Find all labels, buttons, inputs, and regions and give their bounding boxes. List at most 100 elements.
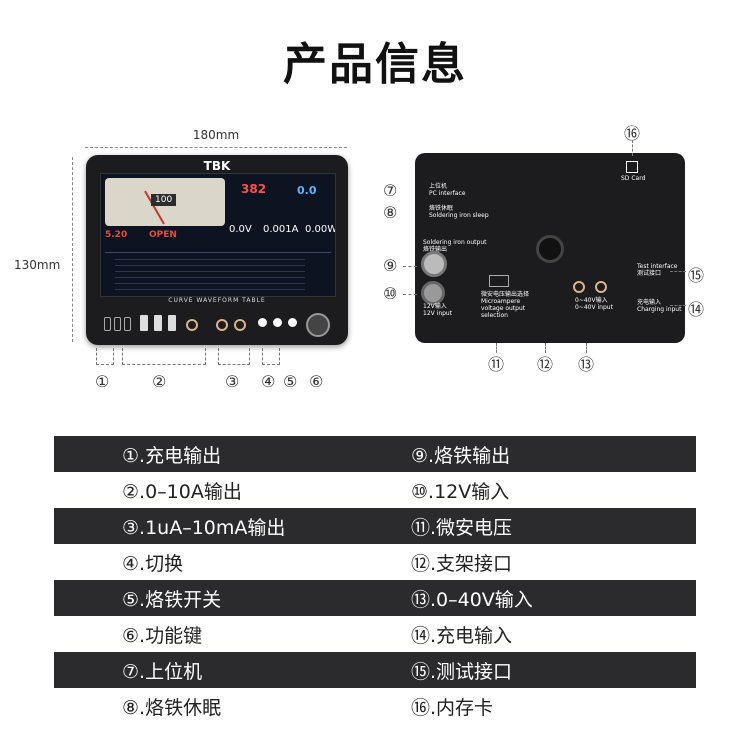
brand-logo: TBK [203,159,231,173]
pc-label-en: PC interface [429,190,466,197]
micro-label: 微安电压输出选择 Microampere voltage output sele… [481,291,541,319]
iron-output-label: Soldering iron output 烙铁输出 [423,239,486,253]
spec-left: ⑥.功能键 [122,624,203,647]
table-row: ④.切换 ⑫.支架接口 [54,544,696,580]
callout-bracket [262,348,280,365]
height-dimension-line [72,157,73,342]
micro-label-cn: 微安电压输出选择 [481,291,530,298]
pc-label-cn: 上位机 [429,183,448,190]
panel-label: CURVE WAVEFORM TABLE [168,297,266,304]
12v-label-cn: 12V输入 [423,303,447,310]
spec-right: ⑮.测试接口 [411,660,513,683]
dc-12v-connector [421,281,445,305]
callout-leader [670,305,686,306]
callout-leader [545,343,546,353]
spec-left: ②.0–10A输出 [122,480,242,503]
table-row: ⑥.功能键 ⑭.充电输入 [54,616,696,652]
front-ports [98,313,336,337]
spec-right: ⑫.支架接口 [411,552,513,575]
40v-label-cn: 0~40V输入 [575,297,608,304]
bracket-mount-hole [536,235,564,263]
output-jack [186,319,198,331]
charge-input-label: 充电输入 Charging input [637,299,681,313]
plot-grid [115,259,305,291]
callout-15: ⑮ [688,266,705,285]
soldering-iron-connector [421,251,447,277]
iron-output-label-en: Soldering iron output [423,239,487,246]
micro-label-en: Microampere voltage output selection [481,298,526,319]
12v-input-label: 12V输入 12V input [423,303,452,317]
callout-7: ⑦ [383,181,398,200]
spec-left: ①.充电输出 [122,444,222,467]
charge-label-cn: 充电输入 [637,299,662,306]
callout-16: ⑯ [624,124,641,143]
spec-right: ⑩.12V输入 [411,480,510,503]
callout-leader [670,271,686,272]
sleep-label-en: Soldering iron sleep [429,212,489,219]
spec-left: ④.切换 [122,552,184,575]
callout-bracket [96,348,114,365]
charge-label-en: Charging input [637,306,682,313]
sleep-label-cn: 烙铁休眠 [429,205,454,212]
spec-left: ③.1uA–10mA输出 [122,516,286,539]
width-dimension-line [85,147,347,148]
switch-button [258,318,267,327]
callout-1: ① [95,372,110,391]
12v-label-en: 12V input [423,310,453,317]
40v-label-en: 0~40V input [575,304,613,311]
small-voltage: 5.20 [105,230,128,240]
40v-input-label: 0~40V输入 0~40V input [575,297,613,311]
callout-9: ⑨ [383,256,398,275]
power-readout: 0.00W [305,224,336,235]
charge-port [114,317,121,331]
input-terminal-negative [595,281,607,293]
spec-left: ⑧.烙铁休眠 [122,696,222,719]
spec-right: ⑨.烙铁输出 [411,444,511,467]
back-device-image: 上位机 PC interface 烙铁休眠 Soldering iron sle… [415,153,685,343]
device-screen: 100 5.20 OPEN 382 0.0 0.0V 0.001A 0.00W [100,173,336,297]
output-jack [216,319,228,331]
height-dimension: 130mm [14,258,61,272]
callout-2: ② [152,372,167,391]
status-text: OPEN [149,230,177,240]
input-terminal-positive [573,281,585,293]
table-row: ①.充电输出 ⑨.烙铁输出 [54,436,696,472]
callout-bracket [218,348,250,365]
temperature-readout: 382 [241,182,267,196]
current-readout: 0.001A [263,224,299,235]
callout-4: ④ [261,372,276,391]
charge-port [104,317,111,331]
usb-port [140,315,148,331]
usb-port [168,315,176,331]
callout-bracket [122,348,206,365]
sd-card-label: SD Card [621,175,646,182]
callout-8: ⑧ [383,203,398,222]
spec-right: ⑭.充电输入 [411,624,513,647]
function-knob [306,313,330,337]
table-row: ⑤.烙铁开关 ⑬.0–40V输入 [54,580,696,616]
voltage-readout: 0.0V [229,224,252,235]
callout-12: ⑫ [537,355,554,374]
meter-value: 100 [151,194,177,206]
analog-meter: 100 [105,178,225,226]
callout-11: ⑪ [488,355,505,374]
spec-left: ⑤.烙铁开关 [122,588,222,611]
sleep-label: 烙铁休眠 Soldering iron sleep [429,205,489,219]
spec-left: ⑦.上位机 [122,660,203,683]
spec-right: ⑬.0–40V输入 [411,588,533,611]
test-label-cn: 测试接口 [637,270,662,277]
callout-14: ⑭ [688,300,705,319]
pc-label: 上位机 PC interface [429,183,465,197]
callout-leader [403,266,417,267]
width-dimension: 180mm [192,128,240,142]
blue-readout: 0.0 [297,184,317,197]
spec-table: ①.充电输出 ⑨.烙铁输出 ②.0–10A输出 ⑩.12V输入 ③.1uA–10… [54,436,696,724]
table-row: ②.0–10A输出 ⑩.12V输入 [54,472,696,508]
test-interface-label: Test interface 测试接口 [637,263,677,277]
sd-card-icon [626,161,638,173]
switch-button [288,318,297,327]
front-device-image: TBK 100 5.20 OPEN 382 0.0 0.0V 0.001A 0.… [86,155,348,345]
usb-port [154,315,162,331]
table-row: ⑦.上位机 ⑮.测试接口 [54,652,696,688]
callout-13: ⑬ [578,355,595,374]
